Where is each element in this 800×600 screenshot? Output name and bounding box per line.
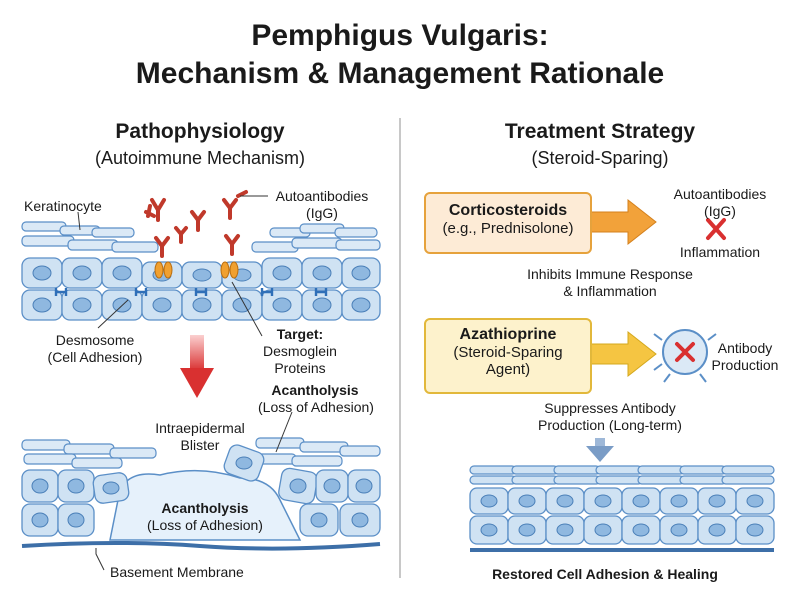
label-production: Production [711, 357, 779, 373]
label-loss-of-adhesion-top: (Loss of Adhesion) [258, 399, 374, 415]
label-intraepidermal: Intraepidermal [155, 420, 245, 436]
azathioprine-box: Azathioprine (Steroid-Sparing Agent) [424, 318, 592, 394]
label-restored: Restored Cell Adhesion & Healing [492, 566, 718, 582]
label-basement-membrane: Basement Membrane [110, 564, 244, 580]
corticosteroids-title: Corticosteroids [448, 202, 568, 219]
basement-membrane-line [21, 541, 381, 551]
azathioprine-sub-1: (Steroid-Sparing [453, 344, 563, 361]
column-divider [399, 118, 401, 578]
blister [109, 469, 302, 541]
upper-epidermis [21, 221, 381, 321]
azathioprine-sub-2: Agent) [485, 361, 531, 378]
lower-epidermis [21, 437, 381, 551]
label-cell-adhesion: (Cell Adhesion) [47, 349, 143, 365]
label-proteins: Proteins [274, 360, 326, 376]
desmoglein-proteins [154, 261, 239, 279]
inhibition-x-icon [706, 218, 726, 240]
right-heading: Treatment Strategy [504, 120, 696, 143]
corticosteroids-example: (e.g., Prednisolone) [442, 220, 574, 237]
label-r-igg: (IgG) [704, 203, 736, 219]
label-r-autoantibodies: Autoantibodies [673, 186, 767, 202]
label-suppresses-1: Suppresses Antibody [544, 400, 676, 416]
corticosteroids-box: Corticosteroids (e.g., Prednisolone) [424, 192, 592, 254]
label-r-inflammation: Inflammation [679, 244, 761, 260]
autoantibodies [144, 190, 248, 258]
label-blister: Blister [180, 437, 220, 453]
azathioprine-arrow [589, 330, 657, 378]
label-antibody: Antibody [717, 340, 773, 356]
label-desmoglein: Desmoglein [263, 343, 337, 359]
left-heading: Pathophysiology [115, 120, 285, 143]
label-acantholysis-top: Acantholysis [271, 382, 359, 398]
label-inhibits-2: & Inflammation [563, 283, 657, 299]
label-suppresses-2: Production (Long-term) [538, 417, 682, 433]
progression-arrow [180, 335, 214, 398]
corticosteroid-arrow [589, 198, 657, 246]
healing-arrow [586, 438, 614, 462]
label-keratinocyte: Keratinocyte [24, 198, 102, 214]
label-target: Target: [276, 326, 324, 342]
label-desmosome: Desmosome [55, 332, 135, 348]
title-line-1: Pemphigus Vulgaris: [251, 19, 549, 52]
label-acantholysis-blister: Acantholysis [161, 500, 249, 516]
label-igg: (IgG) [306, 205, 338, 221]
label-inhibits-1: Inhibits Immune Response [527, 266, 693, 282]
label-autoantibodies: Autoantibodies [275, 188, 369, 204]
label-loss-of-adhesion-blister: (Loss of Adhesion) [147, 517, 263, 533]
title-line-2: Mechanism & Management Rationale [135, 57, 665, 90]
left-subheading: (Autoimmune Mechanism) [94, 148, 306, 168]
b-cell-icon [653, 329, 717, 383]
right-subheading: (Steroid-Sparing) [531, 148, 669, 168]
restored-epidermis [469, 465, 775, 552]
azathioprine-title: Azathioprine [459, 326, 557, 343]
